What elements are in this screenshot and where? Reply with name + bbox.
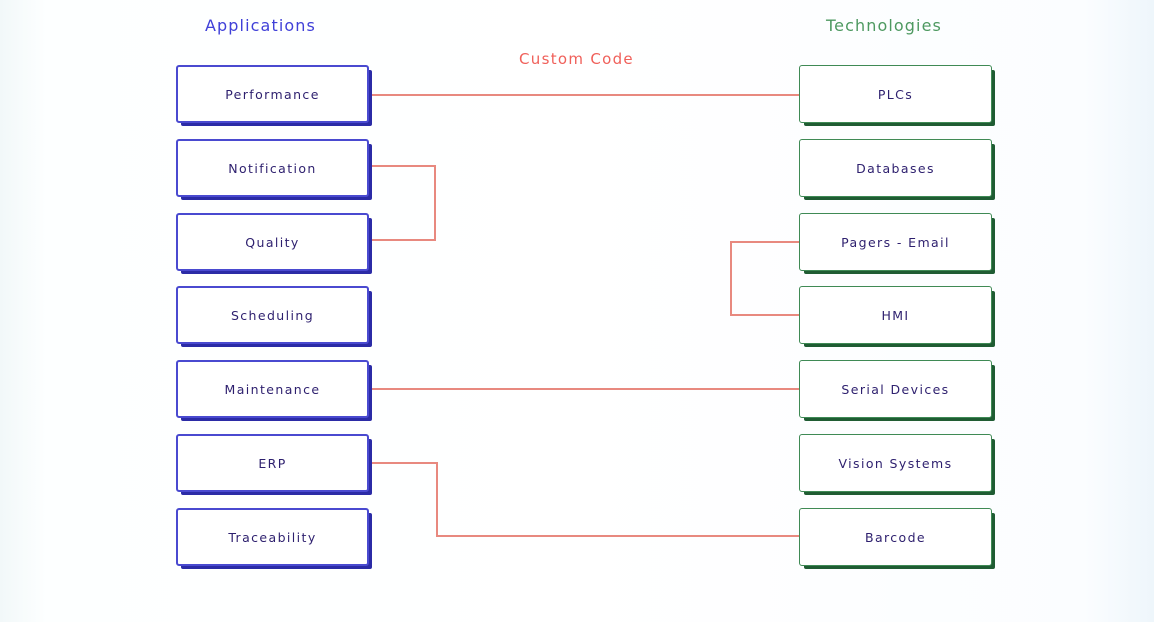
node-label: Pagers - Email bbox=[841, 234, 950, 250]
node-label: Traceability bbox=[228, 529, 317, 545]
node-label: ERP bbox=[258, 455, 287, 471]
node-performance[interactable]: Performance bbox=[176, 65, 369, 123]
node-label: Vision Systems bbox=[838, 455, 953, 471]
applications-column-header: Applications bbox=[205, 16, 316, 35]
node-label: Scheduling bbox=[230, 307, 315, 323]
node-pagers-email[interactable]: Pagers - Email bbox=[799, 213, 992, 271]
node-label: Barcode bbox=[864, 529, 927, 545]
node-vision-systems[interactable]: Vision Systems bbox=[799, 434, 992, 492]
node-label: Notification bbox=[228, 160, 317, 176]
node-serial-devices[interactable]: Serial Devices bbox=[799, 360, 992, 418]
node-label: Serial Devices bbox=[841, 381, 950, 397]
node-label: Maintenance bbox=[224, 381, 321, 397]
node-label: Databases bbox=[856, 160, 935, 176]
node-label: HMI bbox=[881, 307, 910, 323]
connector-notification-quality-bracket bbox=[368, 165, 436, 241]
connector-erp-to-barcode bbox=[368, 462, 800, 537]
node-traceability[interactable]: Traceability bbox=[176, 508, 369, 566]
node-quality[interactable]: Quality bbox=[176, 213, 369, 271]
node-label: Quality bbox=[245, 234, 300, 250]
node-databases[interactable]: Databases bbox=[799, 139, 992, 197]
node-label: PLCs bbox=[877, 86, 914, 102]
node-erp[interactable]: ERP bbox=[176, 434, 369, 492]
connector-pagers-hmi-bracket bbox=[730, 241, 800, 316]
node-hmi[interactable]: HMI bbox=[799, 286, 992, 344]
node-barcode[interactable]: Barcode bbox=[799, 508, 992, 566]
node-notification[interactable]: Notification bbox=[176, 139, 369, 197]
node-plcs[interactable]: PLCs bbox=[799, 65, 992, 123]
technologies-column-header: Technologies bbox=[826, 16, 942, 35]
node-label: Performance bbox=[225, 86, 320, 102]
custom-code-label: Custom Code bbox=[519, 50, 634, 68]
node-scheduling[interactable]: Scheduling bbox=[176, 286, 369, 344]
node-maintenance[interactable]: Maintenance bbox=[176, 360, 369, 418]
